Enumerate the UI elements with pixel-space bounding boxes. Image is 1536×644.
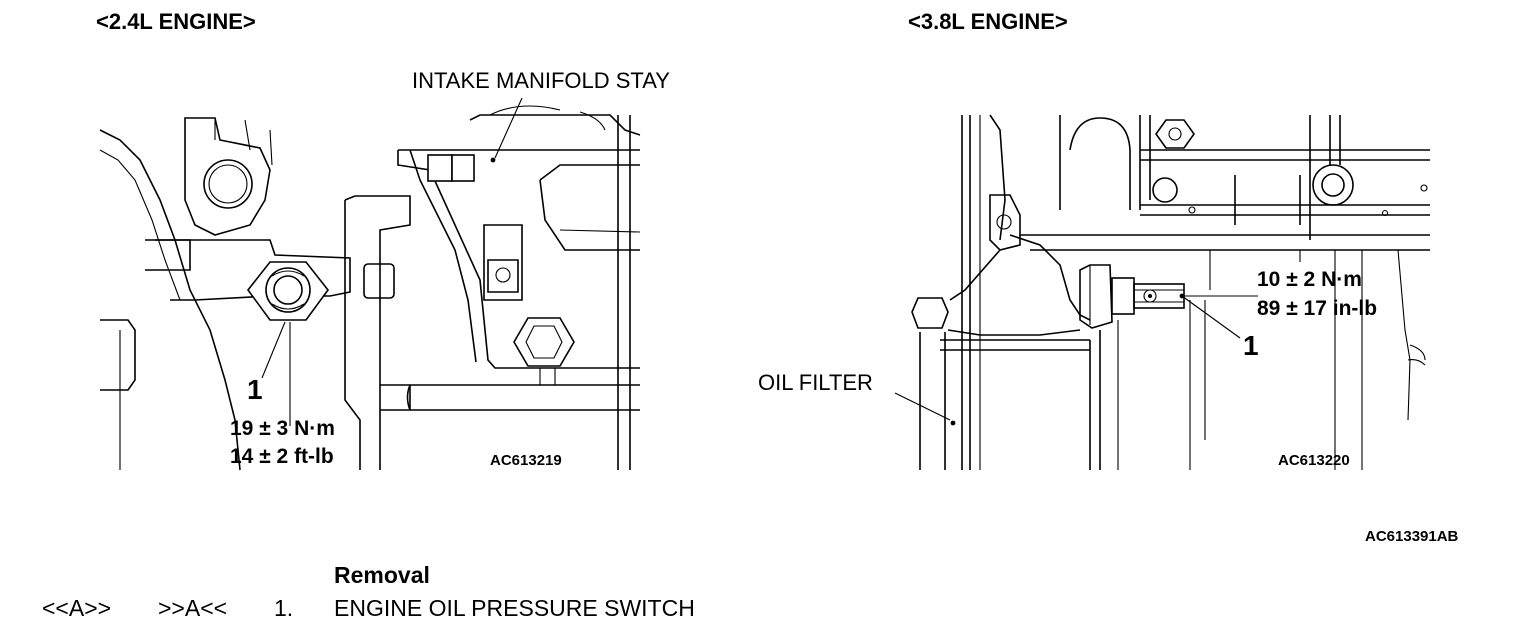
left-figure-code: AC613219 [490, 452, 562, 469]
filter-leader-line [894, 392, 951, 421]
left-panel-title: <2.4L ENGINE> [96, 9, 256, 34]
right-engine-drawing [911, 114, 1430, 470]
removal-heading: Removal [334, 562, 430, 588]
part-name: ENGINE OIL PRESSURE SWITCH [334, 595, 695, 621]
right-item-number: 1 [1243, 330, 1259, 361]
right-torque-imperial: 89 ± 17 in-lb [1257, 297, 1378, 320]
stay-leader-line [494, 97, 523, 159]
right-panel-title: <3.8L ENGINE> [908, 9, 1068, 34]
oil-filter-callout: OIL FILTER [758, 370, 873, 395]
step-number: 1. [274, 595, 294, 621]
left-item-number: 1 [247, 374, 263, 405]
removal-ref: <<A>> [42, 595, 112, 621]
right-figure-code: AC613220 [1278, 452, 1350, 469]
left-torque-imperial: 14 ± 2 ft-lb [230, 445, 334, 468]
intake-manifold-stay-callout: INTAKE MANIFOLD STAY [412, 68, 670, 93]
right-torque-nm: 10 ± 2 N·m [1257, 268, 1362, 291]
left-torque-nm: 19 ± 3 N·m [230, 417, 335, 440]
sheet-code: AC613391AB [1365, 528, 1459, 545]
install-ref: >>A<< [158, 595, 228, 621]
left-engine-drawing [99, 105, 641, 471]
